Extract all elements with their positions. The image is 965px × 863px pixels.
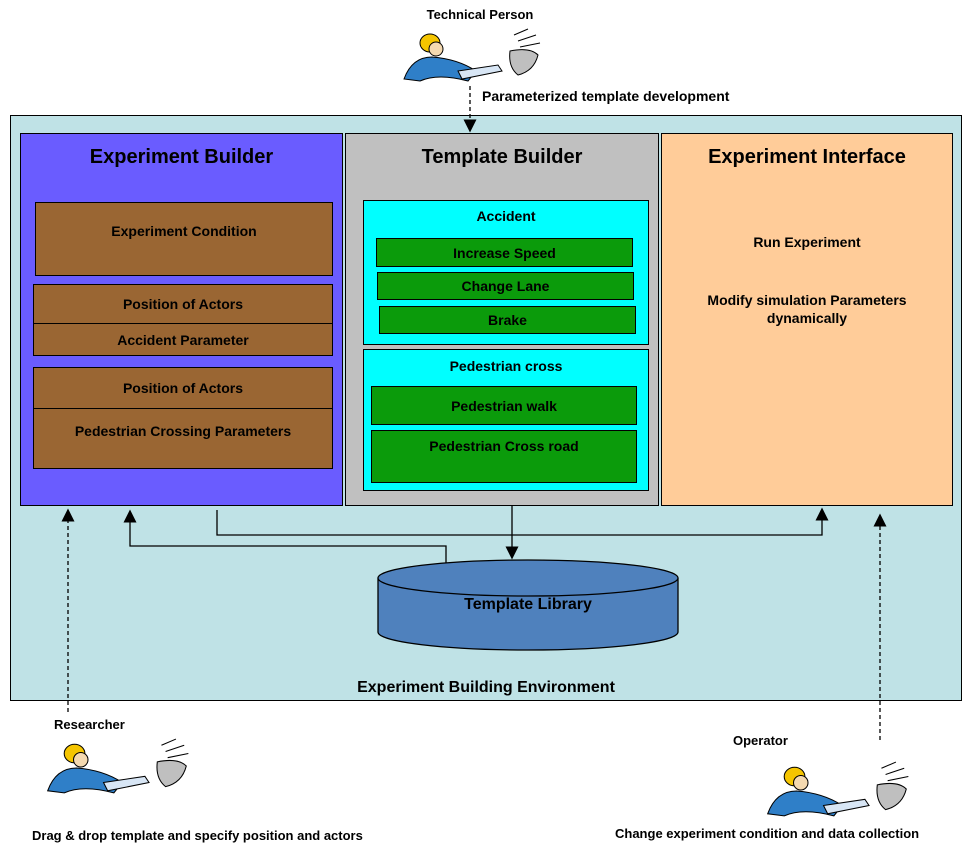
template-library-label: Template Library bbox=[464, 596, 592, 613]
pedestrian-crossing-parameters-box: Pedestrian Crossing Parameters bbox=[33, 408, 333, 469]
modify-parameters-label: Modify simulation Parameters dynamically bbox=[707, 292, 907, 326]
environment-label: Experiment Building Environment bbox=[357, 679, 615, 696]
experiment-interface-title: Experiment Interface bbox=[708, 146, 906, 168]
increase-speed-template: Increase Speed bbox=[376, 238, 633, 267]
experiment-interface-panel: Experiment Interface Run Experiment Modi… bbox=[661, 133, 953, 506]
accident-parameter-box: Accident Parameter bbox=[33, 323, 333, 356]
technical-person-label: Technical Person bbox=[426, 7, 534, 22]
template-builder-title: Template Builder bbox=[421, 146, 583, 168]
pedestrian-cross-road-template: Pedestrian Cross road bbox=[371, 430, 637, 483]
library-to-builder-line bbox=[123, 509, 447, 565]
researcher-label: Researcher bbox=[54, 717, 125, 732]
run-experiment-label: Run Experiment bbox=[753, 234, 861, 250]
accident-template-title: Accident bbox=[476, 208, 536, 224]
researcher-description: Drag & drop template and specify positio… bbox=[32, 828, 363, 843]
pedestrian-cross-template-title: Pedestrian cross bbox=[449, 358, 563, 374]
operator-description: Change experiment condition and data col… bbox=[615, 826, 920, 841]
change-lane-template: Change Lane bbox=[377, 272, 634, 300]
brake-template: Brake bbox=[379, 306, 636, 334]
builder-to-interface-line bbox=[216, 507, 829, 536]
position-of-actors-box-1: Position of Actors bbox=[33, 284, 333, 324]
template-development-label: Parameterized template development bbox=[482, 88, 730, 104]
position-of-actors-box-2: Position of Actors bbox=[33, 367, 333, 409]
operator-icon bbox=[758, 760, 918, 820]
experiment-condition-box: Experiment Condition bbox=[35, 202, 333, 276]
technical-person-icon bbox=[398, 27, 546, 85]
experiment-builder-title: Experiment Builder bbox=[89, 146, 274, 168]
pedestrian-walk-template: Pedestrian walk bbox=[371, 386, 637, 425]
researcher-icon bbox=[38, 737, 198, 797]
operator-label: Operator bbox=[733, 733, 788, 748]
template-library-cylinder bbox=[377, 559, 679, 651]
